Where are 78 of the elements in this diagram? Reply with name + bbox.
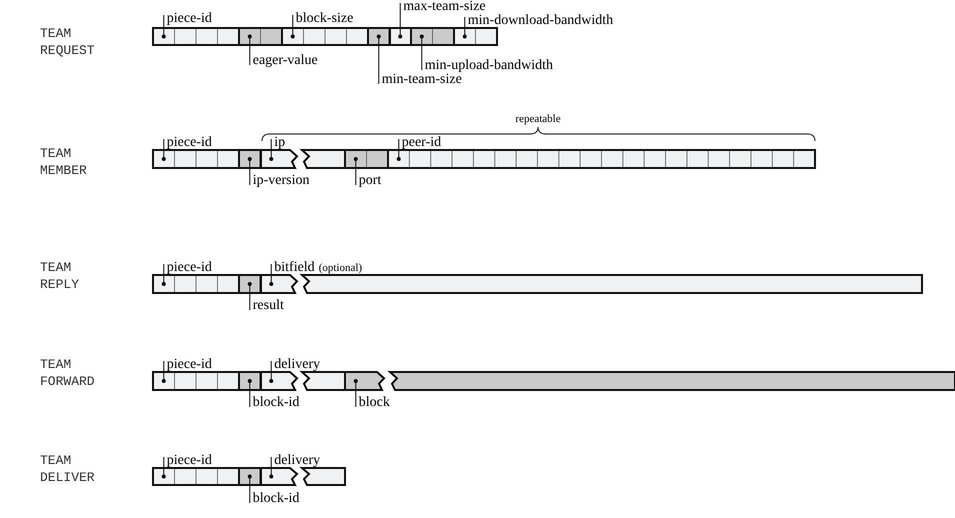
field-label: block-id (252, 396, 300, 410)
packet-field (302, 468, 345, 485)
packet-field (239, 372, 260, 390)
leader-line (269, 456, 274, 478)
leader-line (162, 14, 166, 38)
field-label: (optional) (318, 263, 362, 274)
leader-line (269, 264, 274, 286)
field-label: port (358, 174, 382, 188)
message-name: TEAM DELIVER (40, 452, 96, 486)
packet-field (260, 275, 298, 293)
message-name: TEAM MEMBER (40, 145, 88, 179)
leader-line (269, 138, 274, 161)
field-label: eager-value (252, 54, 318, 68)
packet-field (388, 150, 815, 168)
packet-field (153, 275, 239, 293)
leader-line (354, 157, 358, 186)
packet-field (260, 150, 298, 168)
packet-field (239, 275, 260, 293)
packet-field (239, 28, 282, 45)
field-label: max-team-size (403, 0, 486, 14)
field-label: block-size (296, 12, 354, 26)
packet-field (411, 28, 454, 45)
field-label: delivery (274, 358, 320, 372)
packet-field (153, 28, 239, 45)
packet-field (260, 372, 298, 390)
packet-field (390, 28, 411, 45)
leader-line (354, 379, 358, 408)
field-label: piece-id (166, 454, 212, 468)
field-label: min-upload-bandwidth (424, 59, 554, 73)
packet-field (368, 28, 390, 45)
leader-line (396, 138, 401, 161)
packet-field (282, 28, 368, 45)
packet-field (454, 28, 497, 45)
packet-field (345, 372, 385, 390)
leader-line (248, 474, 252, 504)
message-name: TEAM REQUEST (40, 25, 96, 59)
message-name: TEAM REPLY (40, 259, 80, 293)
packet-field (260, 468, 298, 485)
packet-field (153, 372, 239, 390)
packet-field (390, 372, 955, 390)
leader-line (248, 282, 252, 310)
leader-line (420, 34, 424, 70)
leader-line (462, 16, 467, 38)
field-label: block-id (252, 492, 300, 506)
packet-field (302, 275, 922, 293)
leader-line (290, 14, 295, 38)
leader-line (269, 360, 274, 383)
packet-field (302, 372, 345, 390)
packet-field (239, 150, 260, 168)
leader-line (398, 2, 402, 38)
field-label: ip-version (252, 174, 310, 188)
leader-line (248, 34, 252, 66)
field-label: min-team-size (382, 73, 462, 87)
field-label: piece-id (166, 261, 212, 275)
field-label: bitfield (274, 261, 315, 275)
leader-line (162, 360, 166, 383)
leader-line (248, 157, 252, 186)
field-label: block (358, 396, 390, 410)
packet-field (239, 468, 260, 485)
packet-field (345, 150, 388, 168)
field-label: piece-id (166, 12, 212, 26)
leader-line (162, 138, 166, 161)
field-label: piece-id (166, 136, 212, 150)
leader-line (162, 456, 166, 478)
field-label: min-download-bandwidth (468, 14, 614, 28)
field-label: result (252, 299, 284, 313)
leader-line (162, 264, 166, 286)
leader-line (248, 379, 252, 408)
field-label: ip (274, 136, 286, 150)
packet-field (153, 150, 239, 168)
field-label: piece-id (166, 358, 212, 372)
packet-field (153, 468, 239, 485)
leader-line (376, 34, 381, 84)
message-name: TEAM FORWARD (40, 356, 96, 390)
field-label: peer-id (402, 136, 442, 150)
brace-label: repeatable (515, 113, 561, 125)
field-label: delivery (274, 454, 320, 468)
packet-field (302, 150, 345, 168)
